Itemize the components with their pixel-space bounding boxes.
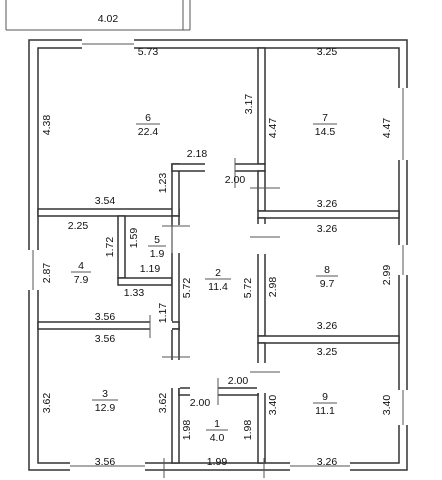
room-area: 11.4 <box>208 281 228 293</box>
dimension-label: 2.18 <box>187 148 208 160</box>
dimension-label: 1.99 <box>207 456 228 468</box>
room-label-5: 5 1.9 <box>148 234 166 260</box>
dimension-label: 5.72 <box>242 278 254 299</box>
room-area: 1.9 <box>150 248 165 260</box>
dimension-label: 2.87 <box>41 263 53 284</box>
room-number: 6 <box>145 112 151 124</box>
dimension-label: 1.17 <box>157 303 169 324</box>
dimension-label: 5.72 <box>181 278 193 299</box>
dimension-label: 3.26 <box>317 198 338 210</box>
dimension-label: 4.02 <box>98 13 119 25</box>
dimension-label: 3.40 <box>267 395 279 416</box>
interior-walls <box>37 47 400 478</box>
room-label-6: 6 22.4 <box>136 112 160 138</box>
room-label-3: 3 12.9 <box>92 388 118 414</box>
dimension-label: 2.98 <box>267 277 279 298</box>
dimension-label: 3.26 <box>317 320 338 332</box>
dimension-label: 2.00 <box>228 375 249 387</box>
dimension-label: 1.98 <box>181 420 193 441</box>
dimension-label: 1.59 <box>128 228 140 249</box>
dimension-label: 3.62 <box>41 393 53 414</box>
room-labels: 6 22.4 7 14.5 5 1.9 4 7.9 2 11.4 8 9.7 <box>71 112 338 444</box>
dimension-label: 3.25 <box>317 46 338 58</box>
room-area: 22.4 <box>138 126 159 138</box>
dimension-label: 1.98 <box>242 420 254 441</box>
dimension-label: 3.26 <box>317 223 338 235</box>
dimension-label: 3.56 <box>95 456 116 468</box>
room-area: 9.7 <box>320 278 335 290</box>
dimension-label: 3.54 <box>95 195 116 207</box>
dimension-label: 3.40 <box>381 395 393 416</box>
outer-walls <box>5 0 409 472</box>
room-label-9: 9 11.1 <box>313 391 337 417</box>
room-number: 1 <box>214 418 220 430</box>
dimension-label: 2.00 <box>190 397 211 409</box>
room-label-1: 1 4.0 <box>206 418 228 444</box>
dimension-label: 2.00 <box>225 174 246 186</box>
room-area: 14.5 <box>315 126 336 138</box>
dimension-labels: 4.02 5.73 3.25 4.38 3.17 4.47 4.47 2.18 … <box>41 13 393 468</box>
room-number: 9 <box>322 391 328 403</box>
room-label-7: 7 14.5 <box>313 112 337 138</box>
dimension-label: 1.23 <box>157 173 169 194</box>
dimension-label: 3.62 <box>157 393 169 414</box>
room-number: 5 <box>154 234 160 246</box>
dimension-label: 3.56 <box>95 311 116 323</box>
dimension-label: 2.25 <box>68 220 89 232</box>
dimension-label: 4.47 <box>381 118 393 139</box>
dimension-label: 3.56 <box>95 333 116 345</box>
room-number: 2 <box>215 267 221 279</box>
dimension-label: 3.17 <box>243 94 255 115</box>
room-number: 7 <box>322 112 328 124</box>
room-area: 12.9 <box>95 402 116 414</box>
dimension-label: 2.99 <box>381 265 393 286</box>
room-number: 8 <box>324 264 330 276</box>
dimension-label: 3.26 <box>317 456 338 468</box>
room-area: 4.0 <box>210 432 225 444</box>
dimension-label: 3.25 <box>317 346 338 358</box>
room-area: 7.9 <box>74 274 89 286</box>
dimension-label: 4.38 <box>41 115 53 136</box>
room-5-frame <box>124 215 173 279</box>
room-number: 4 <box>78 260 84 272</box>
room-label-8: 8 9.7 <box>316 264 338 290</box>
dimension-label: 5.73 <box>138 46 159 58</box>
dimension-label: 1.33 <box>124 287 145 299</box>
dimension-label: 1.72 <box>104 237 116 258</box>
room-label-2: 2 11.4 <box>205 267 231 293</box>
room-area: 11.1 <box>315 405 335 417</box>
dimension-label: 1.19 <box>140 263 161 275</box>
room-number: 3 <box>102 388 108 400</box>
dimension-label: 4.47 <box>267 118 279 139</box>
room-label-4: 4 7.9 <box>71 260 91 286</box>
